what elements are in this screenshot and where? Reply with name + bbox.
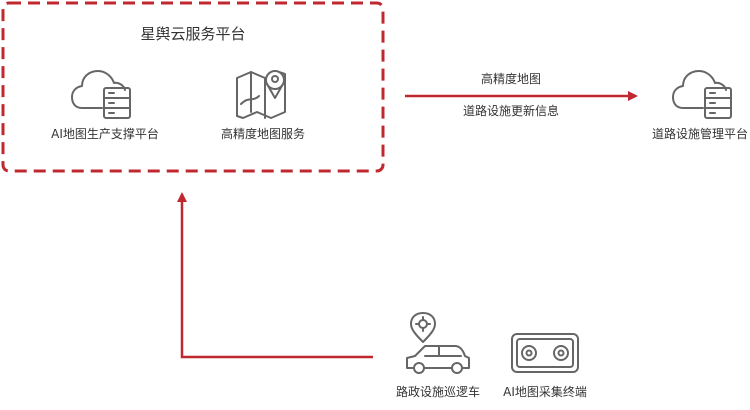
terminal-label: AI地图采集终端 — [503, 385, 587, 399]
management-platform-label: 道路设施管理平台 — [651, 127, 749, 141]
cloud-server-icon — [672, 70, 732, 119]
collection-terminal-icon — [511, 333, 579, 373]
map-pin-icon — [236, 70, 286, 119]
arrow-to-platform — [177, 192, 373, 359]
platform-group-title: 星舆云服务平台 — [140, 25, 246, 43]
platform-group-border — [1, 1, 385, 173]
arrow-bottom-text: 道路设施更新信息 — [462, 104, 560, 118]
patrol-car-label: 路政设施巡逻车 — [395, 385, 481, 399]
cloud-server-icon — [71, 70, 131, 119]
ai-platform-label: AI地图生产支撑平台 — [51, 127, 159, 141]
gear-pin-icon — [410, 312, 436, 343]
arrow-top-text: 高精度地图 — [480, 72, 542, 86]
hd-map-service-label: 高精度地图服务 — [220, 127, 306, 141]
patrol-car-icon — [406, 345, 470, 374]
